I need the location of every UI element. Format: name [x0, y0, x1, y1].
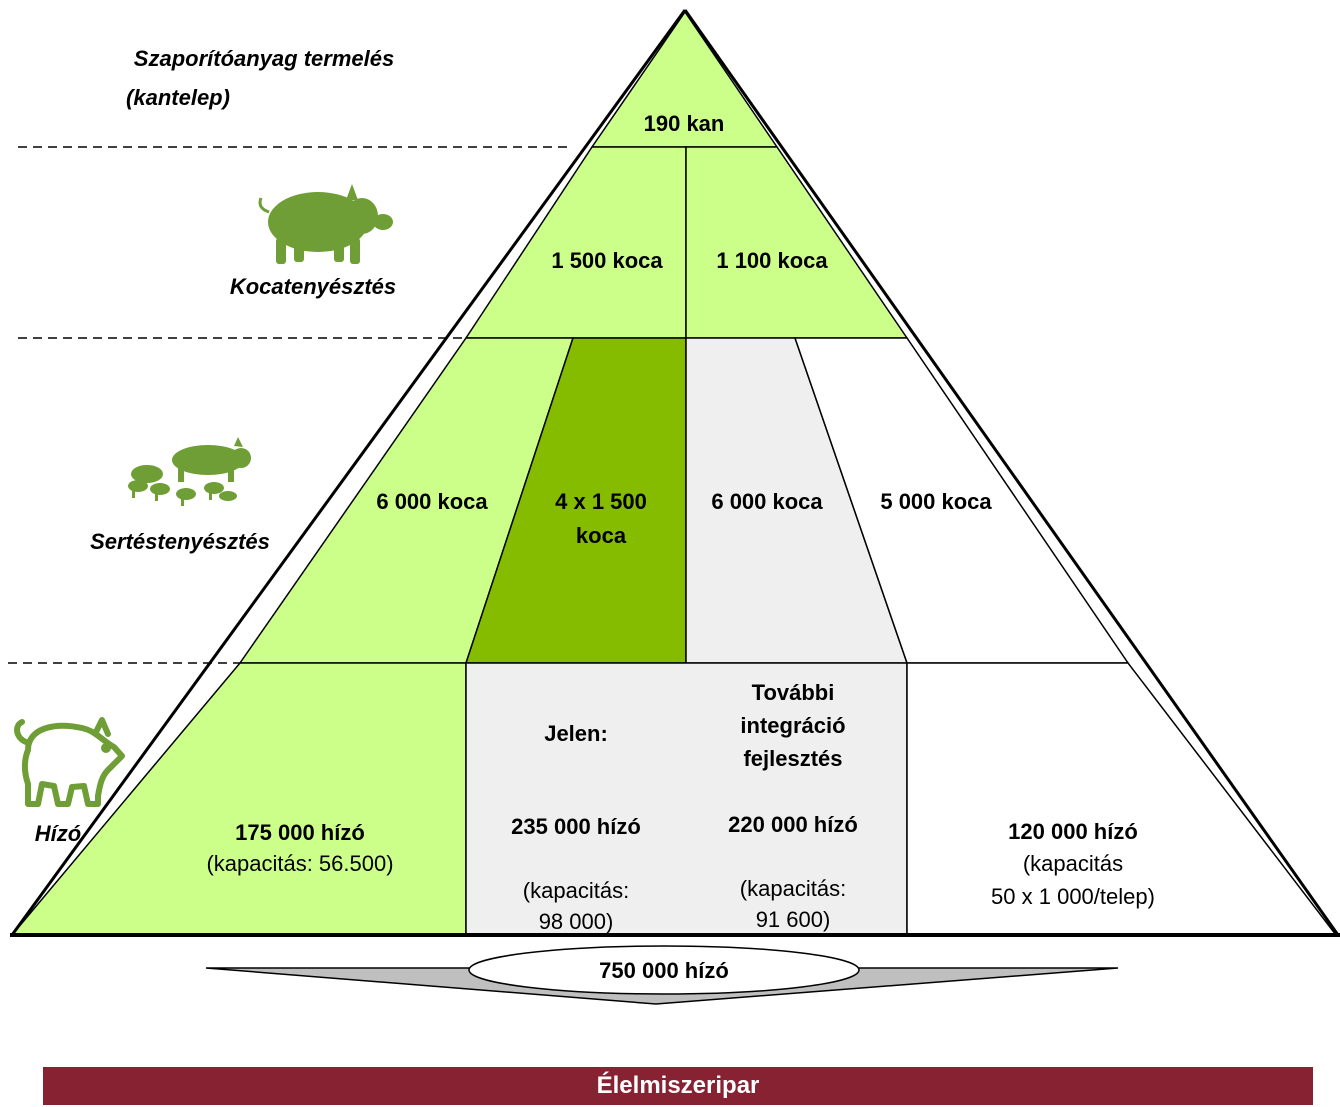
fattening-col4-value: 120 000 hízó: [1008, 819, 1138, 844]
level-label-pig-breeding: Sertéstenyésztés: [90, 529, 270, 554]
pyramid-outline: [10, 9, 1340, 937]
pyramid-right-edge: [683, 9, 1340, 936]
fattening-col2-heading: Jelen:: [544, 721, 608, 746]
total-ellipse: [468, 945, 860, 995]
pyramid-left-edge: [10, 9, 687, 936]
fattening-col1-value: 175 000 hízó: [235, 820, 365, 845]
fattening-col4-capacity-line2: 50 x 1 000/telep): [991, 884, 1155, 909]
cell-breed-2-line1: 4 x 1 500: [555, 489, 647, 514]
total-label: 750 000 hízó: [599, 958, 729, 983]
level-label-boar-sub: (kantelep): [126, 85, 230, 110]
cell-breed-3: 6 000 koca: [711, 489, 823, 514]
food-industry-bar: Élelmiszeripar: [43, 1067, 1313, 1105]
fattening-col3-heading-line3: fejlesztés: [743, 746, 842, 771]
fattening-col3-capacity-line2: 91 600): [756, 907, 831, 932]
pyramid-regions: [10, 10, 1338, 936]
food-industry-label: Élelmiszeripar: [596, 1072, 760, 1099]
level-separators: [8, 146, 572, 664]
sow-left-cell: [464, 146, 687, 339]
cell-breed-2-line2: koca: [576, 523, 627, 548]
cell-breed-1: 6 000 koca: [376, 489, 488, 514]
level-label-sow-breeding: Kocatenyésztés: [230, 274, 396, 299]
level-label-fattening: Hízó: [35, 821, 81, 846]
cell-boar: 190 kan: [644, 111, 725, 136]
fattening-col4-capacity-line1: (kapacitás: [1023, 851, 1123, 876]
fattening-col1-capacity: (kapacitás: 56.500): [206, 851, 393, 876]
fattening-col3-heading-line2: integráció: [740, 713, 845, 738]
boar-icon: [258, 184, 393, 264]
fattening-col2-capacity-line2: 98 000): [539, 909, 614, 934]
sow-with-piglets-icon: [128, 437, 251, 506]
fattening-cell-1: [10, 662, 467, 936]
fattening-col3-value: 220 000 hízó: [728, 812, 858, 837]
sow-right-cell: [685, 146, 909, 339]
pig-outline-icon: [14, 717, 125, 807]
fattening-col2-value: 235 000 hízó: [511, 814, 641, 839]
fattening-col3-heading-line1: További: [752, 680, 835, 705]
fattening-col2-capacity-line1: (kapacitás:: [523, 878, 629, 903]
cell-breed-4: 5 000 koca: [880, 489, 992, 514]
level-label-boar: Szaporítóanyag termelés: [134, 46, 394, 71]
cell-sow-right: 1 100 koca: [716, 248, 828, 273]
cell-sow-left: 1 500 koca: [551, 248, 663, 273]
fattening-col3-capacity-line1: (kapacitás:: [740, 876, 846, 901]
